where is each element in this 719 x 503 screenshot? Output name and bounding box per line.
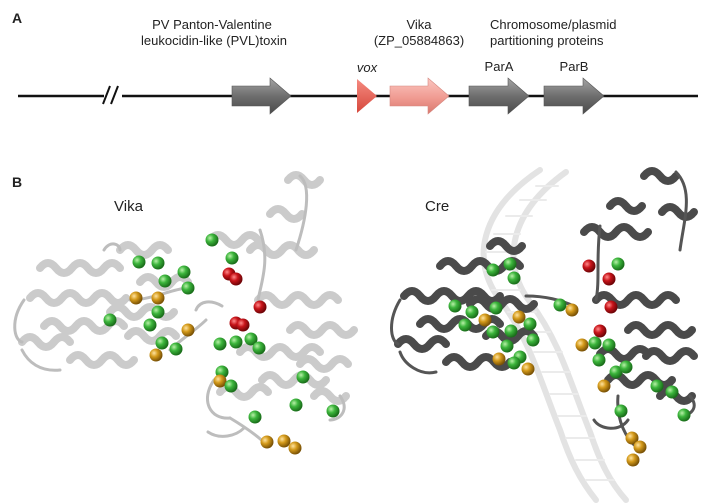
vika-n-domain xyxy=(18,241,192,369)
cre-structure xyxy=(390,167,698,452)
vika-structure xyxy=(13,171,358,448)
orange-residue-sphere xyxy=(478,313,492,327)
cre-dna xyxy=(480,167,629,503)
orange-residue-sphere xyxy=(633,440,647,454)
green-residue-sphere xyxy=(448,299,462,313)
green-residue-sphere xyxy=(132,255,146,269)
red-residue-sphere xyxy=(236,318,250,332)
orange-residue-sphere xyxy=(277,434,291,448)
orange-residue-sphere xyxy=(213,374,227,388)
green-residue-sphere xyxy=(504,324,518,338)
green-residue-sphere xyxy=(143,318,157,332)
green-residue-sphere xyxy=(458,318,472,332)
orange-residue-sphere xyxy=(181,323,195,337)
green-residue-sphere xyxy=(526,333,540,347)
green-residue-sphere xyxy=(523,317,537,331)
green-residue-sphere xyxy=(500,339,514,353)
vika-c-domain xyxy=(206,171,358,405)
pvl-toxin-label-line1: PV Panton-Valentine xyxy=(152,17,272,32)
vika-structure-title: Vika xyxy=(114,198,143,215)
red-residue-sphere xyxy=(604,300,618,314)
green-residue-sphere xyxy=(151,305,165,319)
red-residue-sphere xyxy=(229,272,243,286)
vika-gene-label-line2: (ZP_05884863) xyxy=(373,33,465,48)
partitioning-label-line1: Chromosome/plasmid xyxy=(490,17,617,32)
red-residue-sphere xyxy=(253,300,267,314)
green-residue-sphere xyxy=(489,301,503,315)
para-gene-arrow xyxy=(468,77,530,115)
orange-residue-sphere xyxy=(597,379,611,393)
orange-residue-sphere xyxy=(512,310,526,324)
partitioning-label-line2: partitioning proteins xyxy=(490,33,604,48)
green-residue-sphere xyxy=(609,365,623,379)
green-residue-sphere xyxy=(326,404,340,418)
orange-residue-sphere xyxy=(521,362,535,376)
green-residue-sphere xyxy=(677,408,691,422)
green-residue-sphere xyxy=(650,379,664,393)
green-residue-sphere xyxy=(252,341,266,355)
orange-residue-sphere xyxy=(492,352,506,366)
green-residue-sphere xyxy=(158,274,172,288)
gene-map xyxy=(18,77,698,115)
parb-gene-arrow xyxy=(543,77,605,115)
vox-label: vox xyxy=(356,60,378,75)
green-residue-sphere xyxy=(244,332,258,346)
green-residue-sphere xyxy=(225,251,239,265)
orange-residue-sphere xyxy=(151,291,165,305)
cre-residue-spheres xyxy=(448,257,691,467)
green-residue-sphere xyxy=(619,360,633,374)
green-residue-sphere xyxy=(588,336,602,350)
orange-residue-sphere xyxy=(129,291,143,305)
parb-label: ParB xyxy=(559,59,589,74)
green-residue-sphere xyxy=(602,338,616,352)
pvl-toxin-label-line2: leukocidin-like (PVL)toxin xyxy=(141,33,287,48)
cre-c-domain xyxy=(580,167,698,405)
panel-b-label: B xyxy=(12,174,23,190)
green-residue-sphere xyxy=(205,233,219,247)
green-residue-sphere xyxy=(169,342,183,356)
break-mark xyxy=(102,85,119,105)
green-residue-sphere xyxy=(229,335,243,349)
orange-residue-sphere xyxy=(575,338,589,352)
orange-residue-sphere xyxy=(626,453,640,467)
green-residue-sphere xyxy=(224,379,238,393)
orange-residue-sphere xyxy=(149,348,163,362)
cre-structure-title: Cre xyxy=(425,198,450,215)
green-residue-sphere xyxy=(177,265,191,279)
orange-residue-sphere xyxy=(565,303,579,317)
orange-residue-sphere xyxy=(260,435,274,449)
green-residue-sphere xyxy=(614,404,628,418)
green-residue-sphere xyxy=(151,256,165,270)
green-residue-sphere xyxy=(289,398,303,412)
green-residue-sphere xyxy=(553,298,567,312)
green-residue-sphere xyxy=(103,313,117,327)
red-residue-sphere xyxy=(593,324,607,338)
green-residue-sphere xyxy=(503,257,517,271)
orange-residue-sphere xyxy=(288,441,302,455)
vika-gene-arrow xyxy=(389,77,450,115)
para-label: ParA xyxy=(484,59,514,74)
green-residue-sphere xyxy=(611,257,625,271)
green-residue-sphere xyxy=(486,263,500,277)
green-residue-sphere xyxy=(592,353,606,367)
pvl-toxin-gene-arrow xyxy=(231,77,292,115)
vika-gene-label-line1: Vika xyxy=(406,17,432,32)
red-residue-sphere xyxy=(582,259,596,273)
green-residue-sphere xyxy=(248,410,262,424)
green-residue-sphere xyxy=(213,337,227,351)
green-residue-sphere xyxy=(665,385,679,399)
green-residue-sphere xyxy=(296,370,310,384)
green-residue-sphere xyxy=(507,271,521,285)
green-residue-sphere xyxy=(507,356,521,370)
orange-residue-sphere xyxy=(625,431,639,445)
green-residue-sphere xyxy=(465,305,479,319)
green-residue-sphere xyxy=(181,281,195,295)
green-residue-sphere xyxy=(155,336,169,350)
panel-a-label: A xyxy=(12,10,23,26)
vox-site-triangle xyxy=(357,79,377,113)
green-residue-sphere xyxy=(486,325,500,339)
red-residue-sphere xyxy=(602,272,616,286)
vika-residue-spheres xyxy=(103,233,340,455)
